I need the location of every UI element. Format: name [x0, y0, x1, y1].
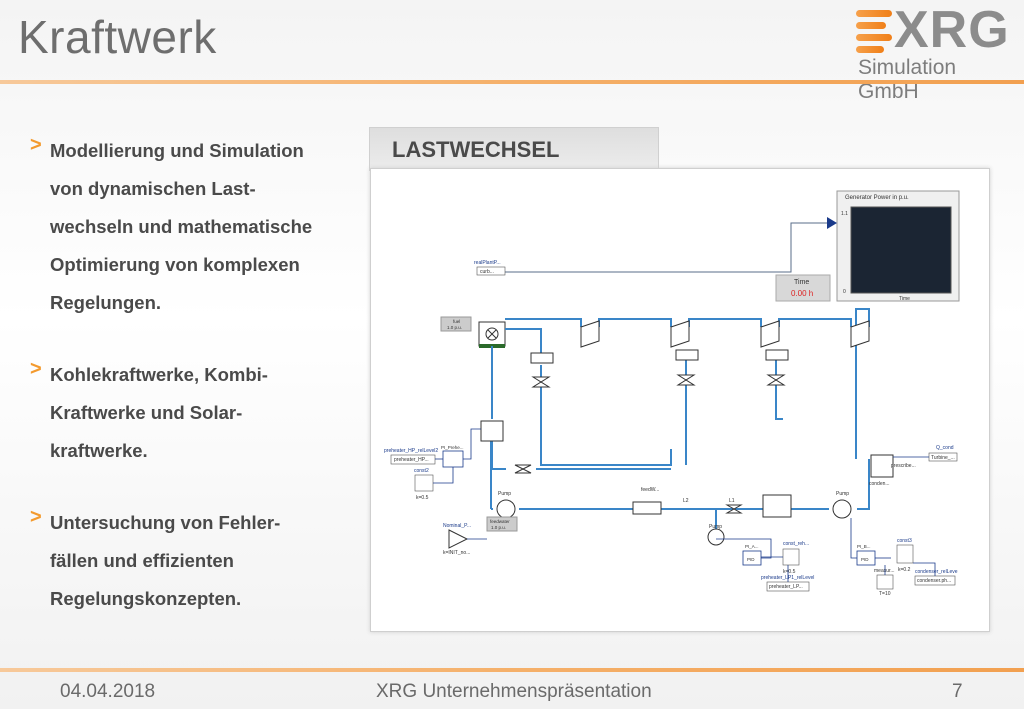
diagram-canvas: Generator Power in p.u. 1.1 0 Time Time … [384, 190, 960, 597]
logo-word: XRG [894, 1, 1010, 59]
pi-a-label: PI_A... [745, 544, 759, 549]
feedwater-label: feedwater [490, 519, 510, 524]
bullet-line: Modellierung und Simulation [50, 140, 304, 161]
time-display: Time 0.00 h [775, 274, 831, 302]
generator-power-plot: Generator Power in p.u. 1.1 0 Time [836, 190, 960, 302]
pump-3-label: Pump [709, 524, 722, 530]
time-label: Time [794, 279, 809, 286]
logo-bars-icon [856, 10, 896, 56]
preheater-hp-label: preheater_HP_relLevel2 [384, 448, 438, 454]
t10-label: T=10 [879, 591, 891, 597]
bullet-line: wechseln und mathematische [50, 216, 313, 237]
pump-1-label: Pump [498, 491, 511, 497]
bullet-item: > Modellierung und Simulation von dynami… [30, 132, 360, 322]
real-plant-label: realPlantP... [474, 260, 501, 266]
signal-input-arrow-icon [827, 217, 837, 229]
plot-y-top: 1.1 [841, 211, 848, 217]
panel-title: LASTWECHSEL [392, 137, 560, 162]
power-plant-diagram: Generator Power in p.u. 1.1 0 Time Time … [370, 168, 990, 632]
bullet-marker-icon: > [30, 506, 42, 528]
page-number: 7 [952, 681, 963, 702]
condenser-box: condenser.ph... [917, 578, 951, 584]
bullet-line: Kohlekraftwerke, Kombi- [50, 364, 268, 385]
const3-label: const3 [897, 538, 912, 544]
nominal-label: Nominal_P... [443, 523, 471, 529]
preheater-hp-box: preheater_HP... [394, 457, 429, 463]
feedwater-tank-label: feedW... [641, 487, 659, 493]
const-reh-k: k=0.5 [783, 569, 796, 575]
condenser-label: conden... [869, 481, 890, 487]
preheater-lp-box: preheater_LP... [769, 584, 803, 590]
const3-k: k=0.2 [898, 567, 911, 573]
panel-title-tab: LASTWECHSEL [369, 127, 659, 171]
plot-xlabel: Time [899, 296, 910, 302]
condenser-rel-label: condenser_relLeve [915, 569, 958, 575]
xrg-logo: XRG Simulation GmbH [850, 1, 1020, 103]
pump-2-label: Pump [836, 491, 849, 497]
header-rule [0, 80, 1024, 84]
const-reh-label: const_reh... [783, 541, 809, 547]
curb-label: curb... [480, 269, 494, 275]
pi-prehe-label: PI_Prehe... [441, 445, 464, 450]
measur-label: measur... [874, 568, 895, 574]
l1-label: L1 [729, 498, 735, 504]
bullet-line: Regelungen. [50, 292, 162, 313]
prescribe-label: prescribe... [891, 463, 916, 469]
l2-label: L2 [683, 498, 689, 504]
pid-b-label: PID [861, 557, 869, 562]
time-value: 0.00 h [791, 289, 813, 298]
pi-b-label: PI_B... [857, 544, 871, 549]
bullet-line: Regelungskonzepten. [50, 588, 242, 609]
fuel-value: 1.0 p.u. [447, 325, 462, 330]
footer-rule [0, 668, 1024, 672]
kinit-label: k=INIT_no... [443, 550, 470, 556]
slide-title: Kraftwerk [18, 11, 217, 63]
bullet-line: kraftwerke. [50, 440, 148, 461]
footer-title: XRG Unternehmenspräsentation [376, 681, 652, 702]
bullet-line: Untersuchung von Fehler- [50, 512, 281, 533]
plot-title: Generator Power in p.u. [845, 195, 909, 201]
plot-y-bottom: 0 [843, 289, 846, 295]
bullet-line: fällen und effizienten [50, 550, 234, 571]
pid-a-label: PID [747, 557, 755, 562]
bullet-marker-icon: > [30, 134, 42, 156]
bullet-line: von dynamischen Last- [50, 178, 256, 199]
const2-label: const2 [414, 468, 429, 474]
logo-subtitle: Simulation GmbH [858, 56, 957, 103]
q-cond-label: Q_cond [936, 445, 954, 451]
footer-date: 04.04.2018 [60, 681, 156, 702]
fuel-label: fuel [453, 319, 460, 324]
bullet-item: > Untersuchung von Fehler- fällen und ef… [30, 504, 360, 618]
bullet-line: Kraftwerke und Solar- [50, 402, 243, 423]
const2-k: k=0.5 [416, 495, 429, 501]
bullet-line: Optimierung von komplexen [50, 254, 300, 275]
feedwater-value: 1.0 p.u. [491, 525, 506, 530]
bullet-marker-icon: > [30, 358, 42, 380]
bullet-item: > Kohlekraftwerke, Kombi- Kraftwerke und… [30, 356, 360, 470]
turbine-box: Turbine_... [931, 455, 955, 461]
bullet-list: > Modellierung und Simulation von dynami… [30, 132, 360, 652]
